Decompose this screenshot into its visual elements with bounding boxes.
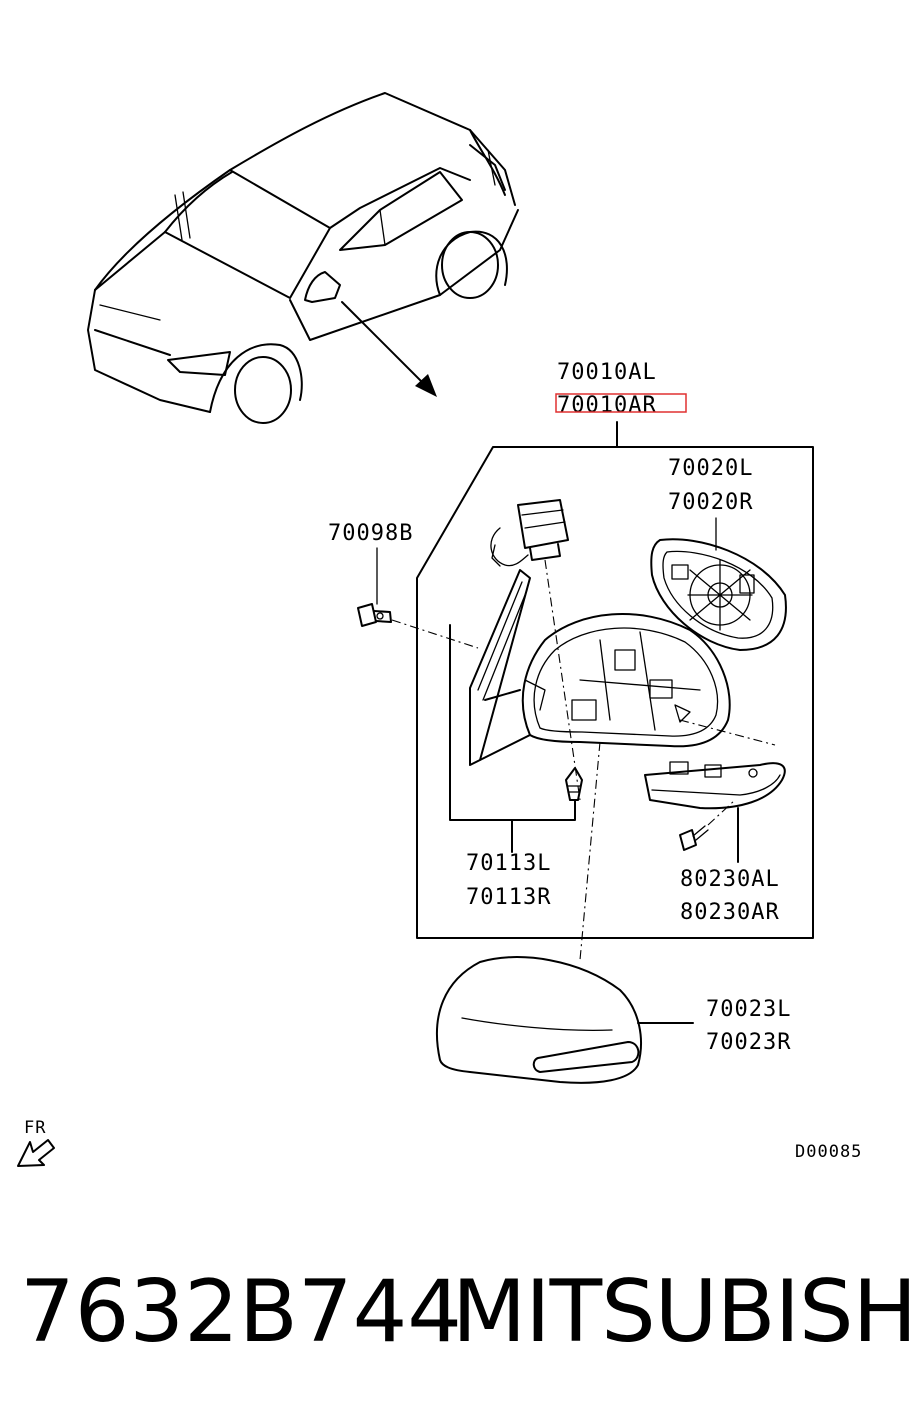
part-number: 7632B744 (20, 1262, 463, 1362)
figure-code: D00085 (795, 1142, 862, 1162)
mirror-actuator (490, 499, 569, 567)
label-base-cover-right: 70113R (466, 885, 551, 910)
label-cover-left: 70023L (706, 997, 791, 1022)
label-side-lamp-left: 80230AL (680, 867, 780, 892)
vehicle-illustration (87, 92, 519, 424)
label-mirror-glass-right: 70020R (668, 490, 753, 515)
footer: 7632B744 MITSUBISHI (0, 1262, 909, 1372)
small-screw (565, 767, 583, 801)
label-side-lamp-right: 80230AR (680, 900, 780, 925)
assembly-frame (416, 446, 814, 939)
side-turn-lamp (644, 761, 786, 810)
lamp-screw (679, 825, 709, 851)
label-base-cover-left: 70113L (466, 851, 551, 876)
direction-label: FR (24, 1118, 46, 1138)
screw-part (357, 603, 392, 627)
label-assembly-left: 70010AL (557, 360, 657, 385)
mirror-cover (436, 956, 642, 1084)
mirror-housing (521, 613, 731, 748)
label-assembly-right: 70010AR (557, 393, 657, 418)
label-screw: 70098B (328, 521, 413, 546)
front-arrow-icon (17, 1139, 55, 1167)
base-cover (469, 569, 531, 766)
brand-name: MITSUBISHI (452, 1262, 909, 1362)
highlight-box (555, 393, 687, 413)
label-mirror-glass-left: 70020L (668, 456, 753, 481)
mirror-glass (650, 538, 787, 651)
label-cover-right: 70023R (706, 1030, 791, 1055)
